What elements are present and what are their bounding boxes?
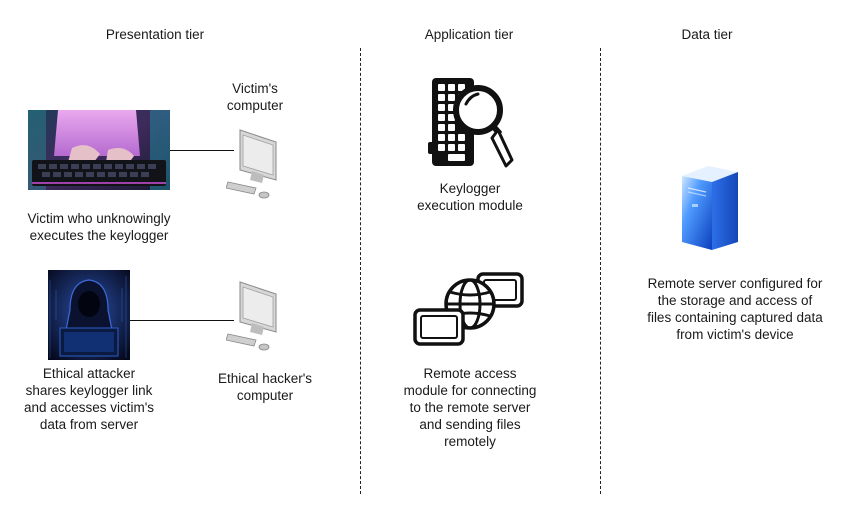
desktop-computer-icon bbox=[226, 280, 282, 352]
attacker-connector-line bbox=[130, 320, 234, 321]
presentation-tier-title: Presentation tier bbox=[105, 27, 205, 42]
victim-label: Victim who unknowingly executes the keyl… bbox=[27, 211, 171, 243]
server-label: Remote server configured for the storage… bbox=[647, 276, 823, 342]
desktop-computer-icon bbox=[226, 128, 282, 200]
attacker-label: Ethical attacker shares keylogger link a… bbox=[23, 366, 155, 432]
attacker-photo bbox=[48, 270, 130, 360]
data-tier-title: Data tier bbox=[681, 27, 733, 42]
victim-photo bbox=[28, 110, 170, 190]
victim-connector-line bbox=[170, 150, 234, 151]
application-tier-title: Application tier bbox=[424, 27, 514, 42]
keylogger-label: Keylogger execution module bbox=[417, 181, 523, 213]
hacker-computer-label: Ethical hacker's computer bbox=[217, 371, 313, 403]
windows-globe-icon bbox=[412, 270, 526, 348]
server-tower-icon bbox=[680, 162, 740, 252]
remote-access-label: Remote access module for connecting to t… bbox=[403, 366, 537, 449]
tier-divider-right bbox=[600, 48, 601, 494]
keyboard-magnifier-icon bbox=[426, 74, 516, 170]
victim-computer-label: Victim's computer bbox=[226, 81, 284, 113]
tier-divider-left bbox=[360, 48, 361, 494]
